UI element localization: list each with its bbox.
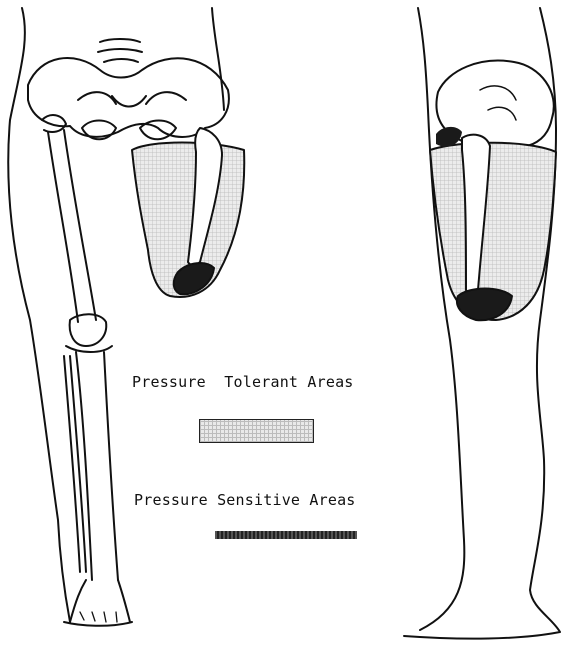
front-knee xyxy=(66,314,112,352)
side-body-outline xyxy=(404,8,560,639)
legend-sensitive-swatch xyxy=(215,531,357,539)
legend-sensitive-label: Pressure Sensitive Areas xyxy=(134,491,356,509)
legend-tolerant-label: Pressure Tolerant Areas xyxy=(132,373,354,391)
front-pelvis-inner xyxy=(78,92,186,106)
front-pelvis xyxy=(28,58,229,137)
front-tibia xyxy=(76,352,118,580)
front-toes xyxy=(80,612,117,622)
front-ankle-foot xyxy=(64,580,132,626)
side-view-figure xyxy=(404,8,560,639)
front-fibula xyxy=(64,356,86,572)
side-pelvis-detail xyxy=(480,86,516,120)
front-view-figure xyxy=(8,8,244,626)
front-sacrum xyxy=(98,39,142,62)
front-femur-head xyxy=(42,115,66,132)
legend-tolerant-swatch xyxy=(199,419,314,443)
front-femur-shaft xyxy=(48,130,96,322)
